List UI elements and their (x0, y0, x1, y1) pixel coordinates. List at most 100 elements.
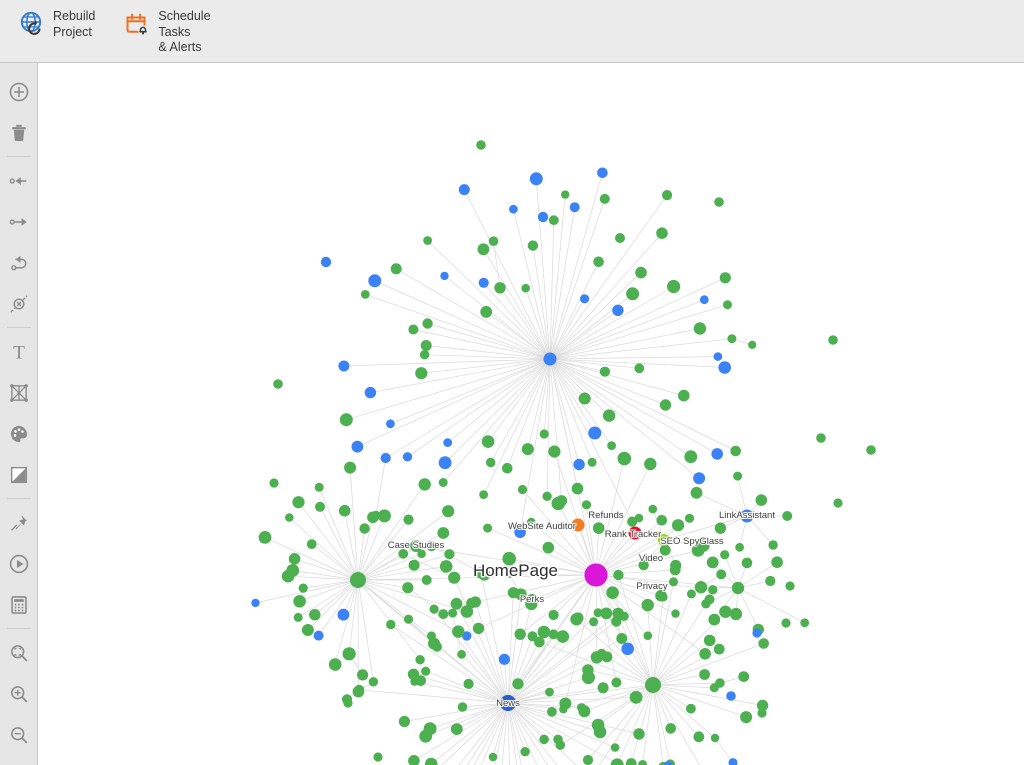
graph-node[interactable] (719, 605, 732, 618)
graph-node[interactable] (443, 438, 453, 447)
graph-node[interactable] (655, 589, 667, 602)
graph-node[interactable] (643, 631, 653, 640)
graph-node[interactable] (377, 509, 391, 523)
graph-node[interactable] (597, 682, 609, 694)
graph-node[interactable] (429, 604, 439, 614)
graph-node[interactable] (659, 544, 671, 556)
graph-node[interactable] (415, 655, 425, 665)
graph-node[interactable] (419, 350, 430, 360)
graph-node[interactable] (684, 450, 698, 464)
graph-node[interactable] (539, 734, 549, 745)
graph-node[interactable] (713, 643, 725, 655)
graph-node[interactable] (288, 553, 301, 565)
graph-node[interactable] (542, 491, 552, 501)
graph-node[interactable] (360, 290, 370, 299)
graph-node[interactable] (292, 496, 305, 509)
graph-node[interactable] (718, 361, 731, 374)
undo-link-button[interactable] (0, 242, 37, 283)
graph-node[interactable] (448, 571, 461, 584)
graph-node[interactable] (452, 625, 465, 638)
graph-node[interactable] (337, 608, 350, 621)
graph-node[interactable] (450, 597, 463, 610)
graph-node[interactable] (572, 612, 584, 624)
graph-node[interactable] (423, 722, 437, 736)
graph-node[interactable] (633, 728, 645, 740)
graph-node[interactable] (527, 240, 539, 251)
graph-node[interactable] (368, 274, 382, 288)
graph-node[interactable] (423, 236, 432, 245)
graph-node[interactable] (610, 743, 620, 752)
graph-node[interactable] (313, 630, 324, 641)
graph-node[interactable] (450, 723, 463, 735)
graph-node[interactable] (606, 586, 619, 599)
graph-node[interactable] (314, 482, 324, 492)
graph-node[interactable] (529, 172, 543, 186)
graph-node[interactable] (420, 340, 432, 351)
graph-node[interactable] (418, 478, 431, 491)
graph-node[interactable] (719, 272, 731, 284)
rebuild-project-button[interactable]: Rebuild Project (14, 6, 101, 42)
graph-node[interactable] (543, 352, 557, 366)
graph-node[interactable] (731, 581, 745, 595)
graph-node[interactable] (417, 549, 426, 559)
graph-node[interactable] (526, 594, 538, 606)
graph-node[interactable] (611, 677, 622, 688)
graph-node[interactable] (580, 294, 590, 304)
graph-node[interactable] (478, 277, 489, 288)
graph-node[interactable] (421, 666, 431, 676)
graph-nodes-layer[interactable] (251, 140, 876, 765)
graph-node[interactable] (648, 504, 658, 514)
graph-node[interactable] (716, 569, 727, 580)
graph-node[interactable] (723, 300, 732, 310)
graph-node[interactable] (667, 279, 681, 294)
graph-node[interactable] (359, 523, 370, 534)
graph-node[interactable] (481, 435, 495, 448)
graph-node[interactable] (483, 523, 493, 533)
graph-node[interactable] (439, 560, 453, 573)
graph-node[interactable] (638, 760, 647, 765)
play-animation-button[interactable] (0, 543, 37, 584)
graph-node[interactable] (635, 266, 647, 279)
graph-node[interactable] (285, 513, 294, 522)
graph-node[interactable] (634, 363, 645, 374)
zoom-fit-button[interactable] (0, 632, 37, 673)
graph-node[interactable] (514, 588, 527, 601)
graph-node[interactable] (728, 758, 738, 765)
graph-node[interactable] (729, 607, 743, 621)
graph-node[interactable] (438, 456, 452, 470)
graph-node[interactable] (730, 445, 741, 457)
graph-node[interactable] (713, 352, 723, 361)
graph-node[interactable] (638, 560, 649, 571)
graph-node[interactable] (527, 517, 536, 527)
graph-node[interactable] (833, 498, 843, 508)
graph-node[interactable] (561, 190, 570, 199)
graph-node[interactable] (578, 392, 591, 405)
graph-node[interactable] (765, 575, 776, 587)
zoom-out-button[interactable] (0, 714, 37, 755)
graph-node[interactable] (338, 360, 350, 372)
graph-node[interactable] (502, 462, 513, 474)
graph-node[interactable] (768, 540, 778, 550)
graph-node[interactable] (571, 518, 585, 532)
graph-node[interactable] (573, 458, 585, 471)
graph-node[interactable] (537, 625, 551, 639)
graph-node[interactable] (697, 539, 710, 552)
graph-node[interactable] (758, 638, 769, 649)
graph-node[interactable] (342, 647, 356, 661)
graph-node[interactable] (293, 612, 303, 622)
graph-node[interactable] (748, 340, 757, 349)
graph-node[interactable] (548, 609, 559, 621)
graph-node[interactable] (644, 457, 657, 471)
delete-node-button[interactable] (0, 112, 37, 153)
graph-node[interactable] (407, 668, 420, 680)
graph-node[interactable] (659, 399, 672, 411)
graph-node[interactable] (711, 448, 723, 460)
graph-node[interactable] (593, 256, 604, 268)
graph-node[interactable] (755, 494, 768, 506)
graph-node[interactable] (740, 711, 753, 724)
graph-node[interactable] (251, 598, 260, 608)
graph-node[interactable] (547, 706, 557, 717)
graph-node[interactable] (735, 542, 744, 552)
graph-node[interactable] (488, 752, 498, 762)
